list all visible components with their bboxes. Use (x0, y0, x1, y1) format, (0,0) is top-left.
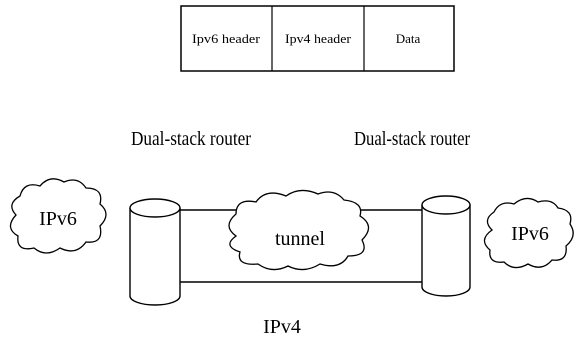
ipv4-network-label: IPv4 (263, 316, 301, 338)
right-ipv6-cloud: IPv6 (483, 197, 574, 269)
right-router-cylinder (421, 195, 471, 297)
left-ipv6-cloud: IPv6 (9, 178, 107, 254)
packet-outline (180, 5, 455, 72)
packet-format: Ipv6 header Ipv4 header Data (180, 5, 455, 72)
tunnel-cloud: tunnel (228, 189, 370, 271)
packet-cell-data: Data (396, 31, 421, 46)
tunnel-label: tunnel (275, 228, 325, 250)
packet-cell-ipv4-header: Ipv4 header (285, 31, 352, 46)
right-router-label: Dual-stack router (354, 128, 470, 150)
right-ipv6-label: IPv6 (511, 223, 549, 245)
packet-cell-ipv6-header: Ipv6 header (192, 31, 261, 46)
left-router-label: Dual-stack router (131, 128, 251, 150)
left-router-cylinder (129, 198, 181, 306)
left-ipv6-label: IPv6 (39, 208, 77, 230)
